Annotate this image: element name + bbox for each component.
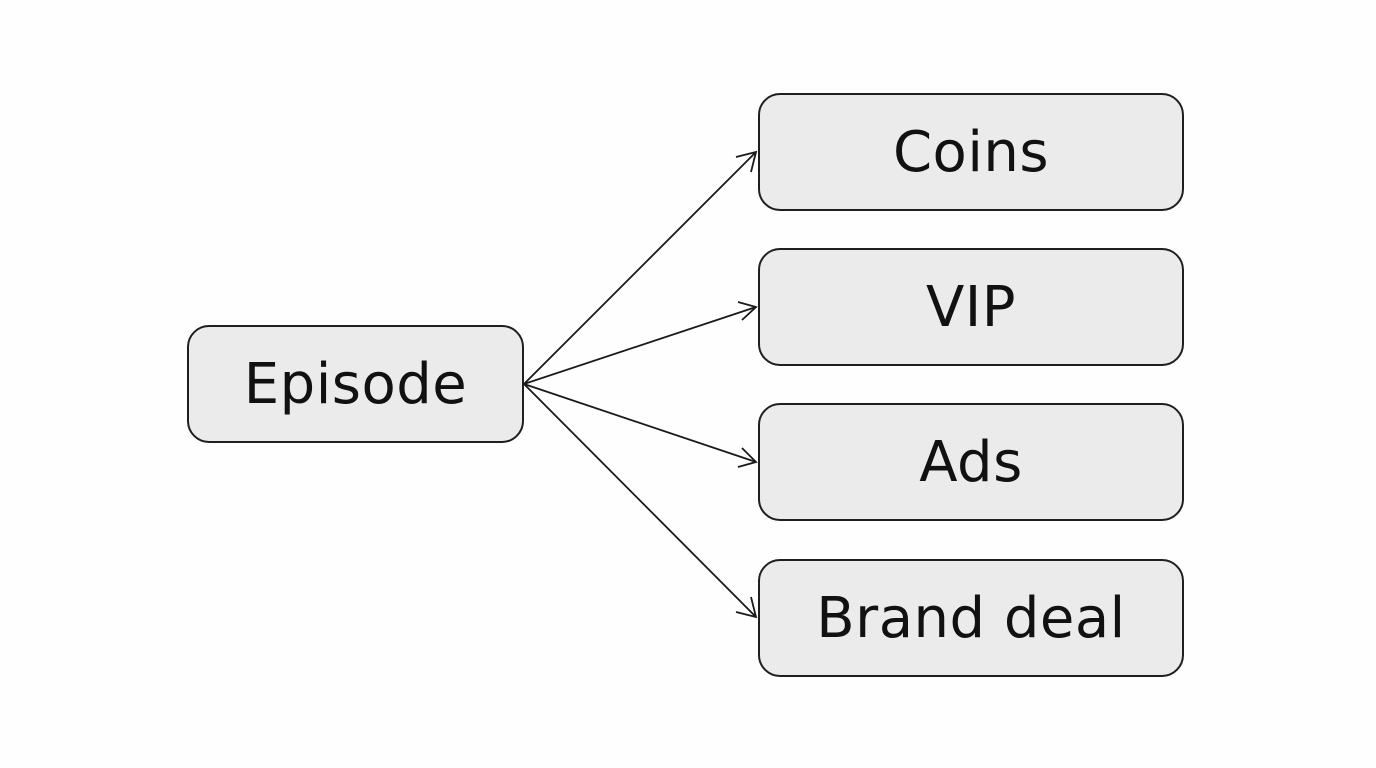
node-ads: Ads	[758, 403, 1184, 521]
arrowhead-icon	[735, 150, 758, 173]
edge-episode-brand-deal	[523, 383, 758, 619]
node-brand-deal: Brand deal	[758, 559, 1184, 677]
node-vip: VIP	[758, 248, 1184, 366]
node-episode: Episode	[187, 325, 524, 443]
arrowhead-icon	[735, 596, 758, 619]
edge-episode-ads	[523, 383, 758, 468]
edge-episode-coins	[523, 150, 758, 385]
arrowhead-icon	[737, 447, 758, 468]
edge-episode-vip	[523, 301, 758, 385]
node-label: Ads	[919, 429, 1023, 495]
node-label: Coins	[892, 119, 1050, 185]
node-label: Episode	[243, 351, 468, 417]
node-label: Brand deal	[816, 585, 1126, 651]
node-coins: Coins	[758, 93, 1184, 211]
node-label: VIP	[925, 274, 1017, 340]
arrowhead-icon	[737, 301, 758, 321]
